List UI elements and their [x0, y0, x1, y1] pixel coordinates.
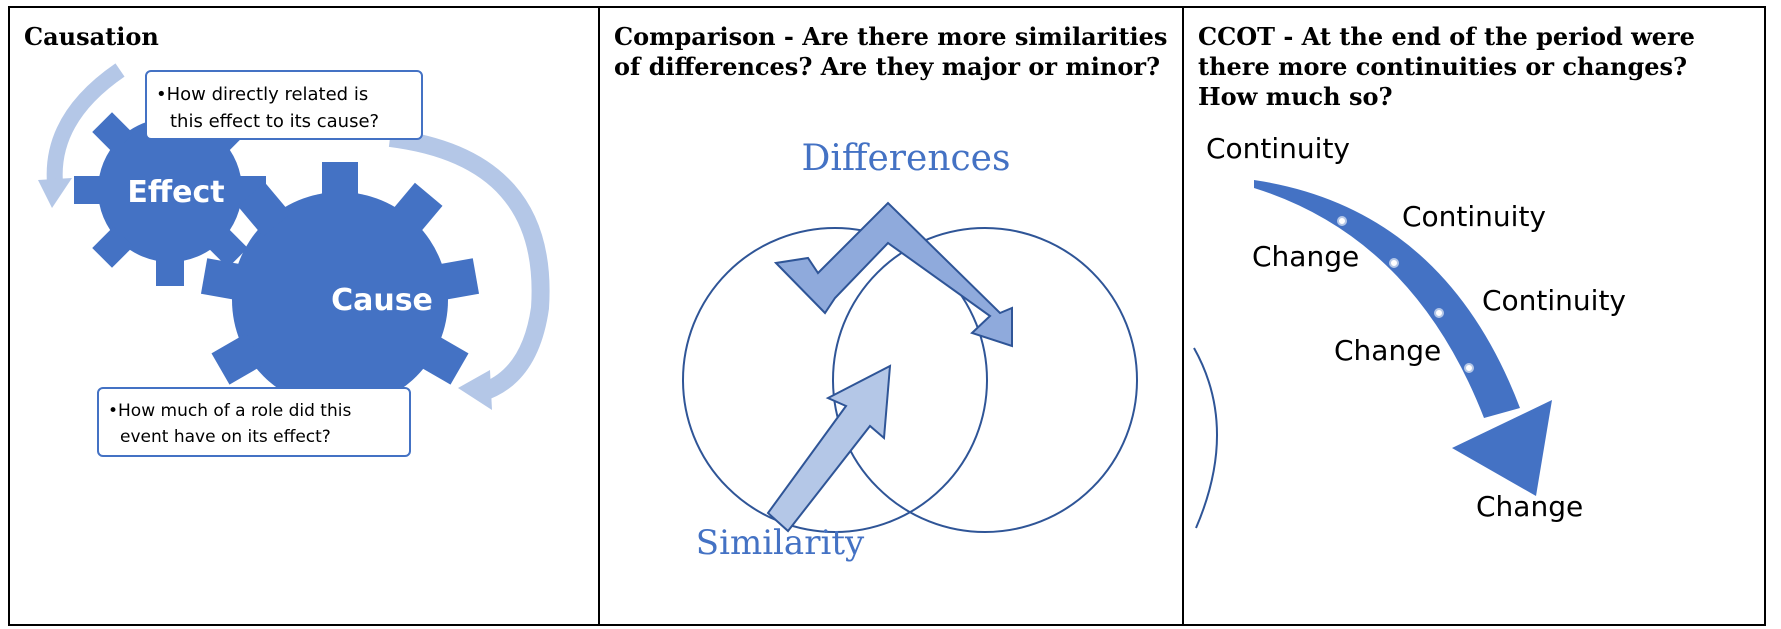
effect-label: Effect	[127, 175, 224, 210]
comparison-diagram: Differences Similarity	[682, 138, 1138, 563]
ccot-label-continuity-1: Continuity	[1206, 132, 1350, 165]
arrow-dot	[1464, 363, 1474, 373]
arrow-dot	[1434, 308, 1444, 318]
ccot-arrow-body	[1254, 180, 1520, 418]
callout-top-line-2: this effect to its cause?	[170, 111, 379, 132]
causation-diagram: Effect Cause •How directl	[38, 63, 550, 457]
cause-label: Cause	[331, 283, 433, 318]
curved-arrow-left	[46, 63, 125, 184]
causation-cell: Effect Cause •How directl	[10, 8, 600, 624]
differences-arrow	[773, 201, 1013, 348]
comparison-cell: Differences Similarity Comparison - Are …	[600, 8, 1184, 624]
similarity-label: Similarity	[696, 523, 865, 563]
callout-bottom-line-1: •How much of a role did this	[108, 401, 351, 421]
causation-heading: Causation	[24, 22, 159, 51]
callout-top-line-1: •How directly related is	[156, 84, 368, 105]
partial-circle-arc	[1193, 347, 1218, 529]
ccot-label-continuity-2: Continuity	[1402, 200, 1546, 233]
venn-circle-left	[682, 227, 988, 533]
venn-circle-right	[832, 227, 1138, 533]
graphic-organizer-table: Effect Cause •How directl	[8, 6, 1766, 626]
callout-bottom-box	[97, 387, 411, 457]
ccot-cell: Continuity Continuity Change Continuity …	[1184, 8, 1764, 624]
comparison-heading: Comparison - Are there more similarities…	[614, 22, 1168, 81]
differences-label: Differences	[802, 138, 1011, 179]
ccot-label-continuity-3: Continuity	[1482, 284, 1626, 317]
arrow-dot	[1337, 216, 1347, 226]
ccot-arrow-head	[1452, 400, 1552, 496]
callout-top-box	[145, 70, 423, 140]
ccot-label-change-2: Change	[1334, 334, 1441, 367]
curved-arrow-right	[388, 129, 550, 402]
ccot-label-change-3: Change	[1476, 490, 1583, 523]
callout-bottom-line-2: event have on its effect?	[120, 427, 331, 447]
similarity-arrow	[766, 364, 892, 533]
curved-arrow-right-head	[458, 370, 492, 410]
ccot-label-change-1: Change	[1252, 240, 1359, 273]
curved-arrow-left-head	[38, 178, 72, 208]
ccot-diagram: Continuity Continuity Change Continuity …	[1193, 132, 1626, 529]
ccot-heading: CCOT - At the end of the period were the…	[1198, 22, 1695, 111]
arrow-dot	[1389, 258, 1399, 268]
